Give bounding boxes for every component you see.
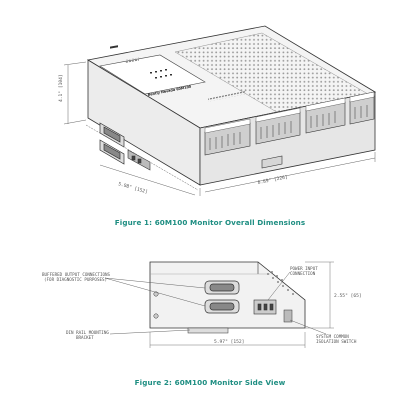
system-common-label-line2: ISOLATION SWITCH — [316, 339, 357, 344]
buffered-output-connector-upper — [204, 280, 240, 295]
buffered-output-connector-lower — [204, 299, 240, 314]
status-leds — [150, 69, 172, 79]
din-rail-bracket-side — [187, 327, 229, 334]
height-dimension: 4.1" [104] — [58, 74, 64, 102]
front-label-panel — [99, 54, 206, 95]
side-enclosure — [149, 261, 306, 329]
power-connector — [127, 149, 151, 171]
din-rail-bracket — [261, 155, 283, 169]
depth-dimension: 5.98" [152] — [117, 181, 148, 195]
figure1-caption: Figure 1: 60M100 Monitor Overall Dimensi… — [114, 218, 306, 227]
width-dimension: 8.89" [226] — [257, 174, 288, 186]
side-vent-dots — [267, 271, 294, 295]
din-rail-label-line1: DIN RAIL MOUNTING — [66, 330, 109, 335]
buffered-output-label-line2: (FOR DIAGNOSTIC PURPOSES) — [44, 277, 107, 282]
terminal-label-strips — [204, 91, 375, 134]
din-rail-label-line2: BRACKET — [76, 335, 94, 340]
db-connector-lower — [99, 139, 125, 165]
figure2-caption: Figure 2: 60M100 Monitor Side View — [134, 378, 286, 387]
figure2-drawing: BUFFERED OUTPUT CONNECTIONS (FOR DIAGNOS… — [42, 261, 362, 348]
terminal-block-teeth — [208, 89, 246, 102]
mount-screw — [153, 313, 159, 319]
power-input-label-line2: CONNECTION — [290, 271, 316, 276]
isolation-switch — [283, 309, 293, 323]
system-common-label-line1: SYSTEM COMMON — [316, 334, 349, 339]
power-input-label-line1: POWER INPUT — [290, 266, 318, 271]
buffered-output-label-line1: BUFFERED OUTPUT CONNECTIONS — [42, 272, 111, 277]
side-dimension-lines — [149, 261, 334, 348]
power-input-connector — [253, 299, 277, 315]
length-dimension-side: 5.97" [152] — [214, 339, 244, 345]
height-dimension-side: 2.55" [65] — [334, 293, 362, 299]
mount-screw — [153, 291, 159, 297]
dimension-lines — [63, 61, 376, 196]
figure1-drawing: Bently Nevada 60M100 — [58, 25, 377, 196]
